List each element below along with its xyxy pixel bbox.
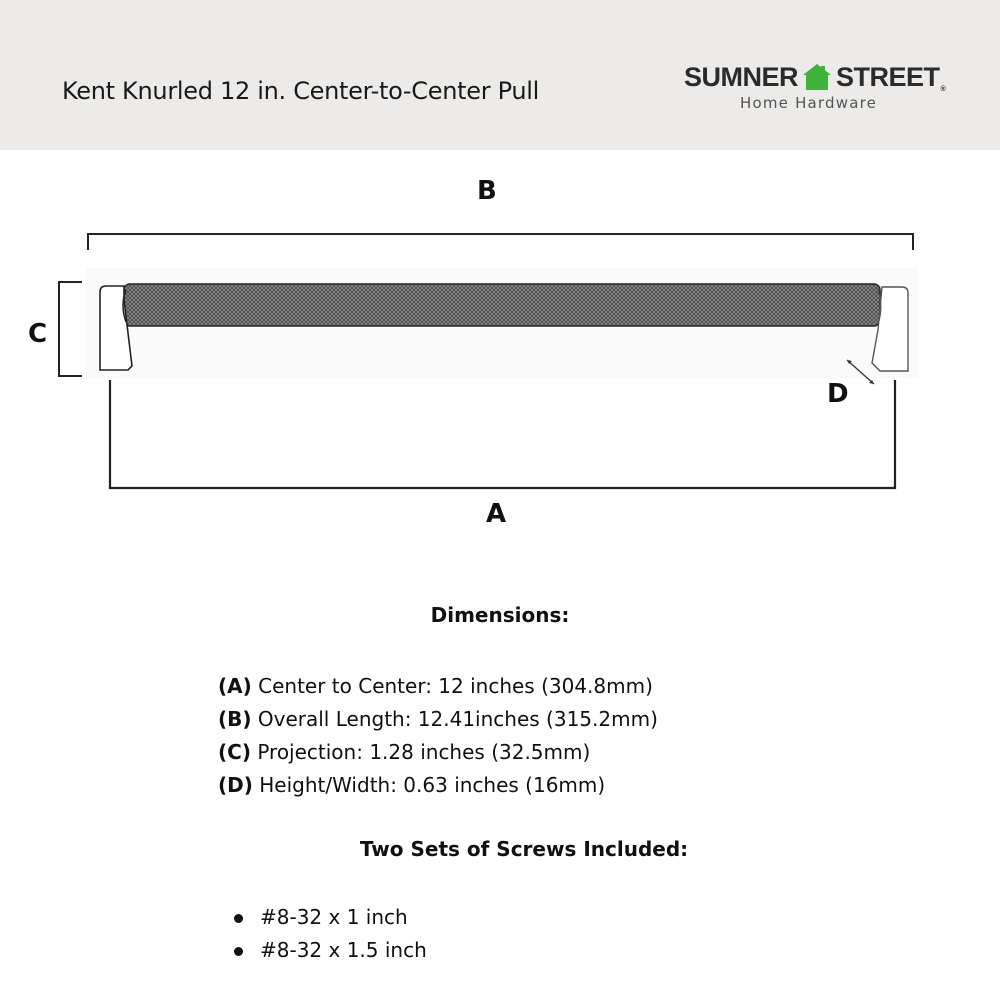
screw-item: #8-32 x 1.5 inch <box>234 934 427 967</box>
dimension-item-a: (A) Center to Center: 12 inches (304.8mm… <box>218 670 658 703</box>
dimension-c-bracket <box>58 281 82 377</box>
dimension-item-b: (B) Overall Length: 12.41inches (315.2mm… <box>218 703 658 736</box>
knurled-bar <box>123 283 881 327</box>
dimension-a-bracket <box>108 380 897 490</box>
dimension-b-bracket <box>87 233 914 250</box>
label-a: A <box>486 499 507 529</box>
dimensions-heading: Dimensions: <box>430 603 570 627</box>
dimensions-list: (A) Center to Center: 12 inches (304.8mm… <box>218 670 658 802</box>
dimension-value: Projection: 1.28 inches (32.5mm) <box>250 740 591 764</box>
dimension-key: (B) <box>218 707 252 731</box>
left-post <box>99 285 133 371</box>
dimension-value: Center to Center: 12 inches (304.8mm) <box>251 674 653 698</box>
logo-subtitle: Home Hardware <box>740 94 878 112</box>
label-d: D <box>827 379 849 409</box>
dimension-value: Height/Width: 0.63 inches (16mm) <box>252 773 606 797</box>
pull-diagram <box>58 233 918 490</box>
dimension-key: (D) <box>218 773 253 797</box>
label-b: B <box>477 176 497 206</box>
product-title: Kent Knurled 12 in. Center-to-Center Pul… <box>62 77 539 105</box>
dimension-value: Overall Length: 12.41inches (315.2mm) <box>251 707 658 731</box>
logo-word-right: STREET <box>836 62 940 92</box>
registered-mark: ® <box>940 86 946 93</box>
screw-item: #8-32 x 1 inch <box>234 901 427 934</box>
dimension-item-c: (C) Projection: 1.28 inches (32.5mm) <box>218 736 658 769</box>
brand-logo: SUMNER STREET ® Home Hardware <box>684 62 954 118</box>
house-icon <box>803 64 832 90</box>
logo-wordmark: SUMNER STREET ® <box>684 62 946 93</box>
dimension-key: (A) <box>218 674 252 698</box>
screws-heading: Two Sets of Screws Included: <box>359 837 689 861</box>
dimension-key: (C) <box>218 740 251 764</box>
dimension-item-d: (D) Height/Width: 0.63 inches (16mm) <box>218 769 658 802</box>
logo-word-left: SUMNER <box>684 62 799 92</box>
header-band: Kent Knurled 12 in. Center-to-Center Pul… <box>0 0 1000 150</box>
screws-list: #8-32 x 1 inch #8-32 x 1.5 inch <box>234 901 427 967</box>
dimension-d-arrow <box>846 359 875 385</box>
label-c: C <box>28 319 48 349</box>
